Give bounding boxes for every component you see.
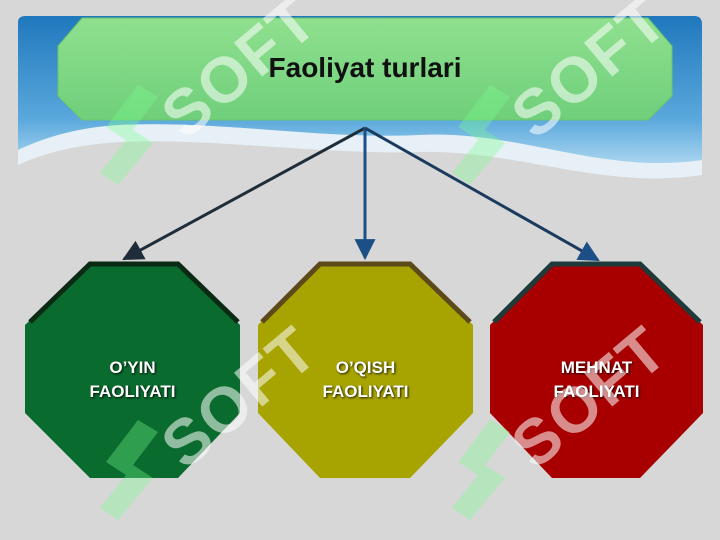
node-oyin-top-edge <box>28 261 240 324</box>
node-label-oyin-line2: FAOLIYATI <box>89 382 176 401</box>
node-label-mehnat-line1: MEHNAT <box>560 358 633 377</box>
diagram-title: Faoliyat turlari <box>268 52 462 83</box>
banner-wave-highlight <box>18 124 702 179</box>
node-oqish-top-edge <box>260 261 472 324</box>
node-label-oqish-line1: O’QISH <box>335 358 396 377</box>
node-mehnat-faoliyati <box>490 262 703 478</box>
node-mehnat-top-edge <box>492 261 702 324</box>
node-label-oyin: O’YIN FAOLIYATI <box>25 356 240 404</box>
title-box <box>57 17 673 121</box>
node-label-mehnat-line2: FAOLIYATI <box>553 382 640 401</box>
node-label-oqish-line2: FAOLIYATI <box>322 382 409 401</box>
arrow-to-mehnat <box>364 126 600 262</box>
node-oyin-faoliyati <box>25 262 240 478</box>
node-label-oyin-line1: O’YIN <box>109 358 156 377</box>
arrow-to-oyin <box>122 126 366 261</box>
node-oqish-faoliyati <box>258 262 473 478</box>
node-label-oqish: O’QISH FAOLIYATI <box>258 356 473 404</box>
node-label-mehnat: MEHNAT FAOLIYATI <box>490 356 703 404</box>
